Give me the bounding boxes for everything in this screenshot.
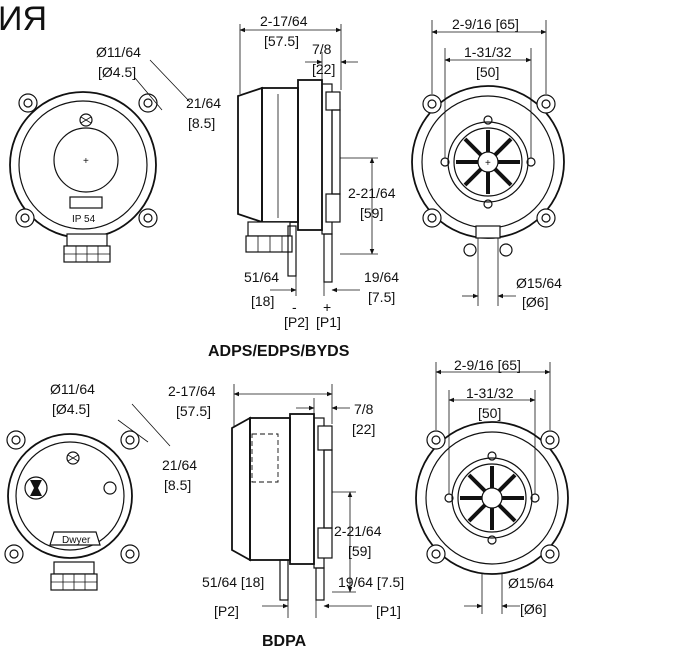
- bottom-depth-label: 2-17/64: [168, 383, 216, 399]
- top-hole-offset-label: 21/64: [186, 95, 221, 111]
- bottom-hole-offset-mm-label: [8.5]: [164, 477, 191, 493]
- top-p1-label: [P1]: [316, 314, 341, 330]
- bottom-flange-mm-label: [22]: [352, 421, 375, 437]
- top-hole-dia-label: Ø11/64: [96, 44, 141, 60]
- bottom-front-cable-gland-icon: [50, 561, 98, 591]
- bottom-front-brand-logo-icon: Dwyer: [49, 531, 101, 546]
- top-rear-port-dia-label: Ø15/64: [516, 275, 562, 291]
- top-rear-cable-gland-icon: [463, 243, 513, 257]
- bottom-hole-offset-label: 21/64: [162, 457, 197, 473]
- top-p1-offset-mm-label: [7.5]: [368, 289, 395, 305]
- bottom-rear-inner-mm-label: [50]: [478, 405, 501, 421]
- top-front-view: + IP 54 Ø11/64 [Ø4.5] 21/64 [8.5]: [9, 44, 221, 263]
- top-rear-mount-ear-icon: [536, 208, 556, 228]
- top-depth-mm-label: [57.5]: [264, 33, 299, 49]
- bottom-rear-mount-ear-icon: [540, 430, 560, 450]
- bottom-rear-port-dia-mm-label: [Ø6]: [520, 601, 546, 617]
- bottom-rear-port-dia-label: Ø15/64: [508, 575, 554, 591]
- top-p2-offset-label: 51/64: [244, 269, 279, 285]
- bottom-front-mount-ear-icon: [120, 544, 140, 564]
- top-hole-dia-mm-label: [Ø4.5]: [98, 64, 136, 80]
- top-front-mount-ear-icon: [138, 208, 158, 228]
- top-front-cable-gland-icon: [63, 233, 111, 263]
- bottom-p2-label: [P2]: [214, 603, 239, 619]
- bottom-rear-mount-ear-icon: [426, 544, 446, 564]
- bottom-rear-width-label: 2-9/16 [65]: [454, 357, 521, 373]
- top-hole-offset-mm-label: [8.5]: [188, 115, 215, 131]
- bottom-front-view: Dwyer Ø11/64 [Ø4.5] 21/64 [8.5]: [4, 381, 197, 591]
- top-p1-offset-label: 19/64: [364, 269, 399, 285]
- bottom-rear-mount-ear-icon: [426, 430, 446, 450]
- bottom-rear-view: 2-9/16 [65] 1-31/32 [50] Ø15/64 [Ø6]: [415, 357, 569, 617]
- bottom-hole-dia-label: Ø11/64: [50, 381, 95, 397]
- bottom-rear-mount-ear-icon: [540, 544, 560, 564]
- top-rear-mount-ear-icon: [422, 94, 442, 114]
- top-flange-label: 7/8: [312, 41, 332, 57]
- top-front-mount-ear-icon: [18, 93, 38, 113]
- top-rear-screw-icon: [483, 199, 493, 209]
- bottom-front-mount-ear-icon: [120, 430, 140, 450]
- top-plus-label: +: [323, 299, 331, 315]
- top-rear-inner-mm-label: [50]: [476, 64, 499, 80]
- top-rear-mount-ear-icon: [422, 208, 442, 228]
- bottom-depth-mm-label: [57.5]: [176, 403, 211, 419]
- top-rear-port-dia-mm-label: [Ø6]: [522, 294, 548, 310]
- top-rear-inner-label: 1-31/32: [464, 44, 512, 60]
- top-title: ADPS/EDPS/BYDS: [208, 343, 350, 360]
- bottom-port-height-label: 2-21/64: [334, 523, 382, 539]
- top-rear-width-label: 2-9/16 [65]: [452, 16, 519, 32]
- top-port-height-mm-label: [59]: [360, 205, 383, 221]
- bottom-port-height-mm-label: [59]: [348, 543, 371, 559]
- bottom-front-mount-ear-icon: [6, 430, 26, 450]
- bottom-rear-inner-label: 1-31/32: [466, 385, 514, 401]
- bottom-brand-label: Dwyer: [62, 535, 91, 546]
- top-front-mount-screw-icon: [79, 113, 93, 127]
- top-p2-label: [P2]: [284, 314, 309, 330]
- top-depth-label: 2-17/64: [260, 13, 308, 29]
- bottom-front-mount-ear-icon: [4, 544, 24, 564]
- top-front-mount-ear-icon: [15, 208, 35, 228]
- bottom-p1-label: [P1]: [376, 603, 401, 619]
- svg-text:+: +: [83, 156, 89, 167]
- bottom-flange-label: 7/8: [354, 401, 374, 417]
- bottom-front-mount-screw-icon: [66, 451, 80, 465]
- top-rear-mount-ear-icon: [536, 94, 556, 114]
- top-rear-screw-icon: [483, 115, 493, 125]
- bottom-p1-offset-label: 19/64 [7.5]: [338, 574, 404, 590]
- bottom-hole-dia-mm-label: [Ø4.5]: [52, 401, 90, 417]
- top-side-view: 2-17/64 [57.5] 7/8 [22] 2-21/64 [59] 51/…: [237, 13, 399, 330]
- header-fragment: ИЯ: [0, 0, 47, 38]
- top-flange-mm-label: [22]: [312, 61, 335, 77]
- top-port-height-label: 2-21/64: [348, 185, 396, 201]
- top-minus-label: -: [292, 299, 297, 315]
- bottom-rear-screw-icon: [487, 535, 497, 545]
- top-front-mount-ear-icon: [138, 93, 158, 113]
- top-rear-view: + 2-9/16 [65] 1-31/32 [50] Ø15/64 [Ø6]: [411, 16, 565, 310]
- bottom-p2-offset-label: 51/64 [18]: [202, 574, 264, 590]
- bottom-side-view: 2-17/64 [57.5] 7/8 [22] 2-21/64 [59] 51/…: [168, 383, 404, 619]
- bottom-rear-screw-icon: [487, 451, 497, 461]
- bottom-title: BDPA: [262, 633, 307, 650]
- svg-text:+: +: [485, 158, 491, 169]
- top-rating-label: IP 54: [72, 214, 96, 225]
- top-p2-offset-mm-label: [18]: [251, 293, 274, 309]
